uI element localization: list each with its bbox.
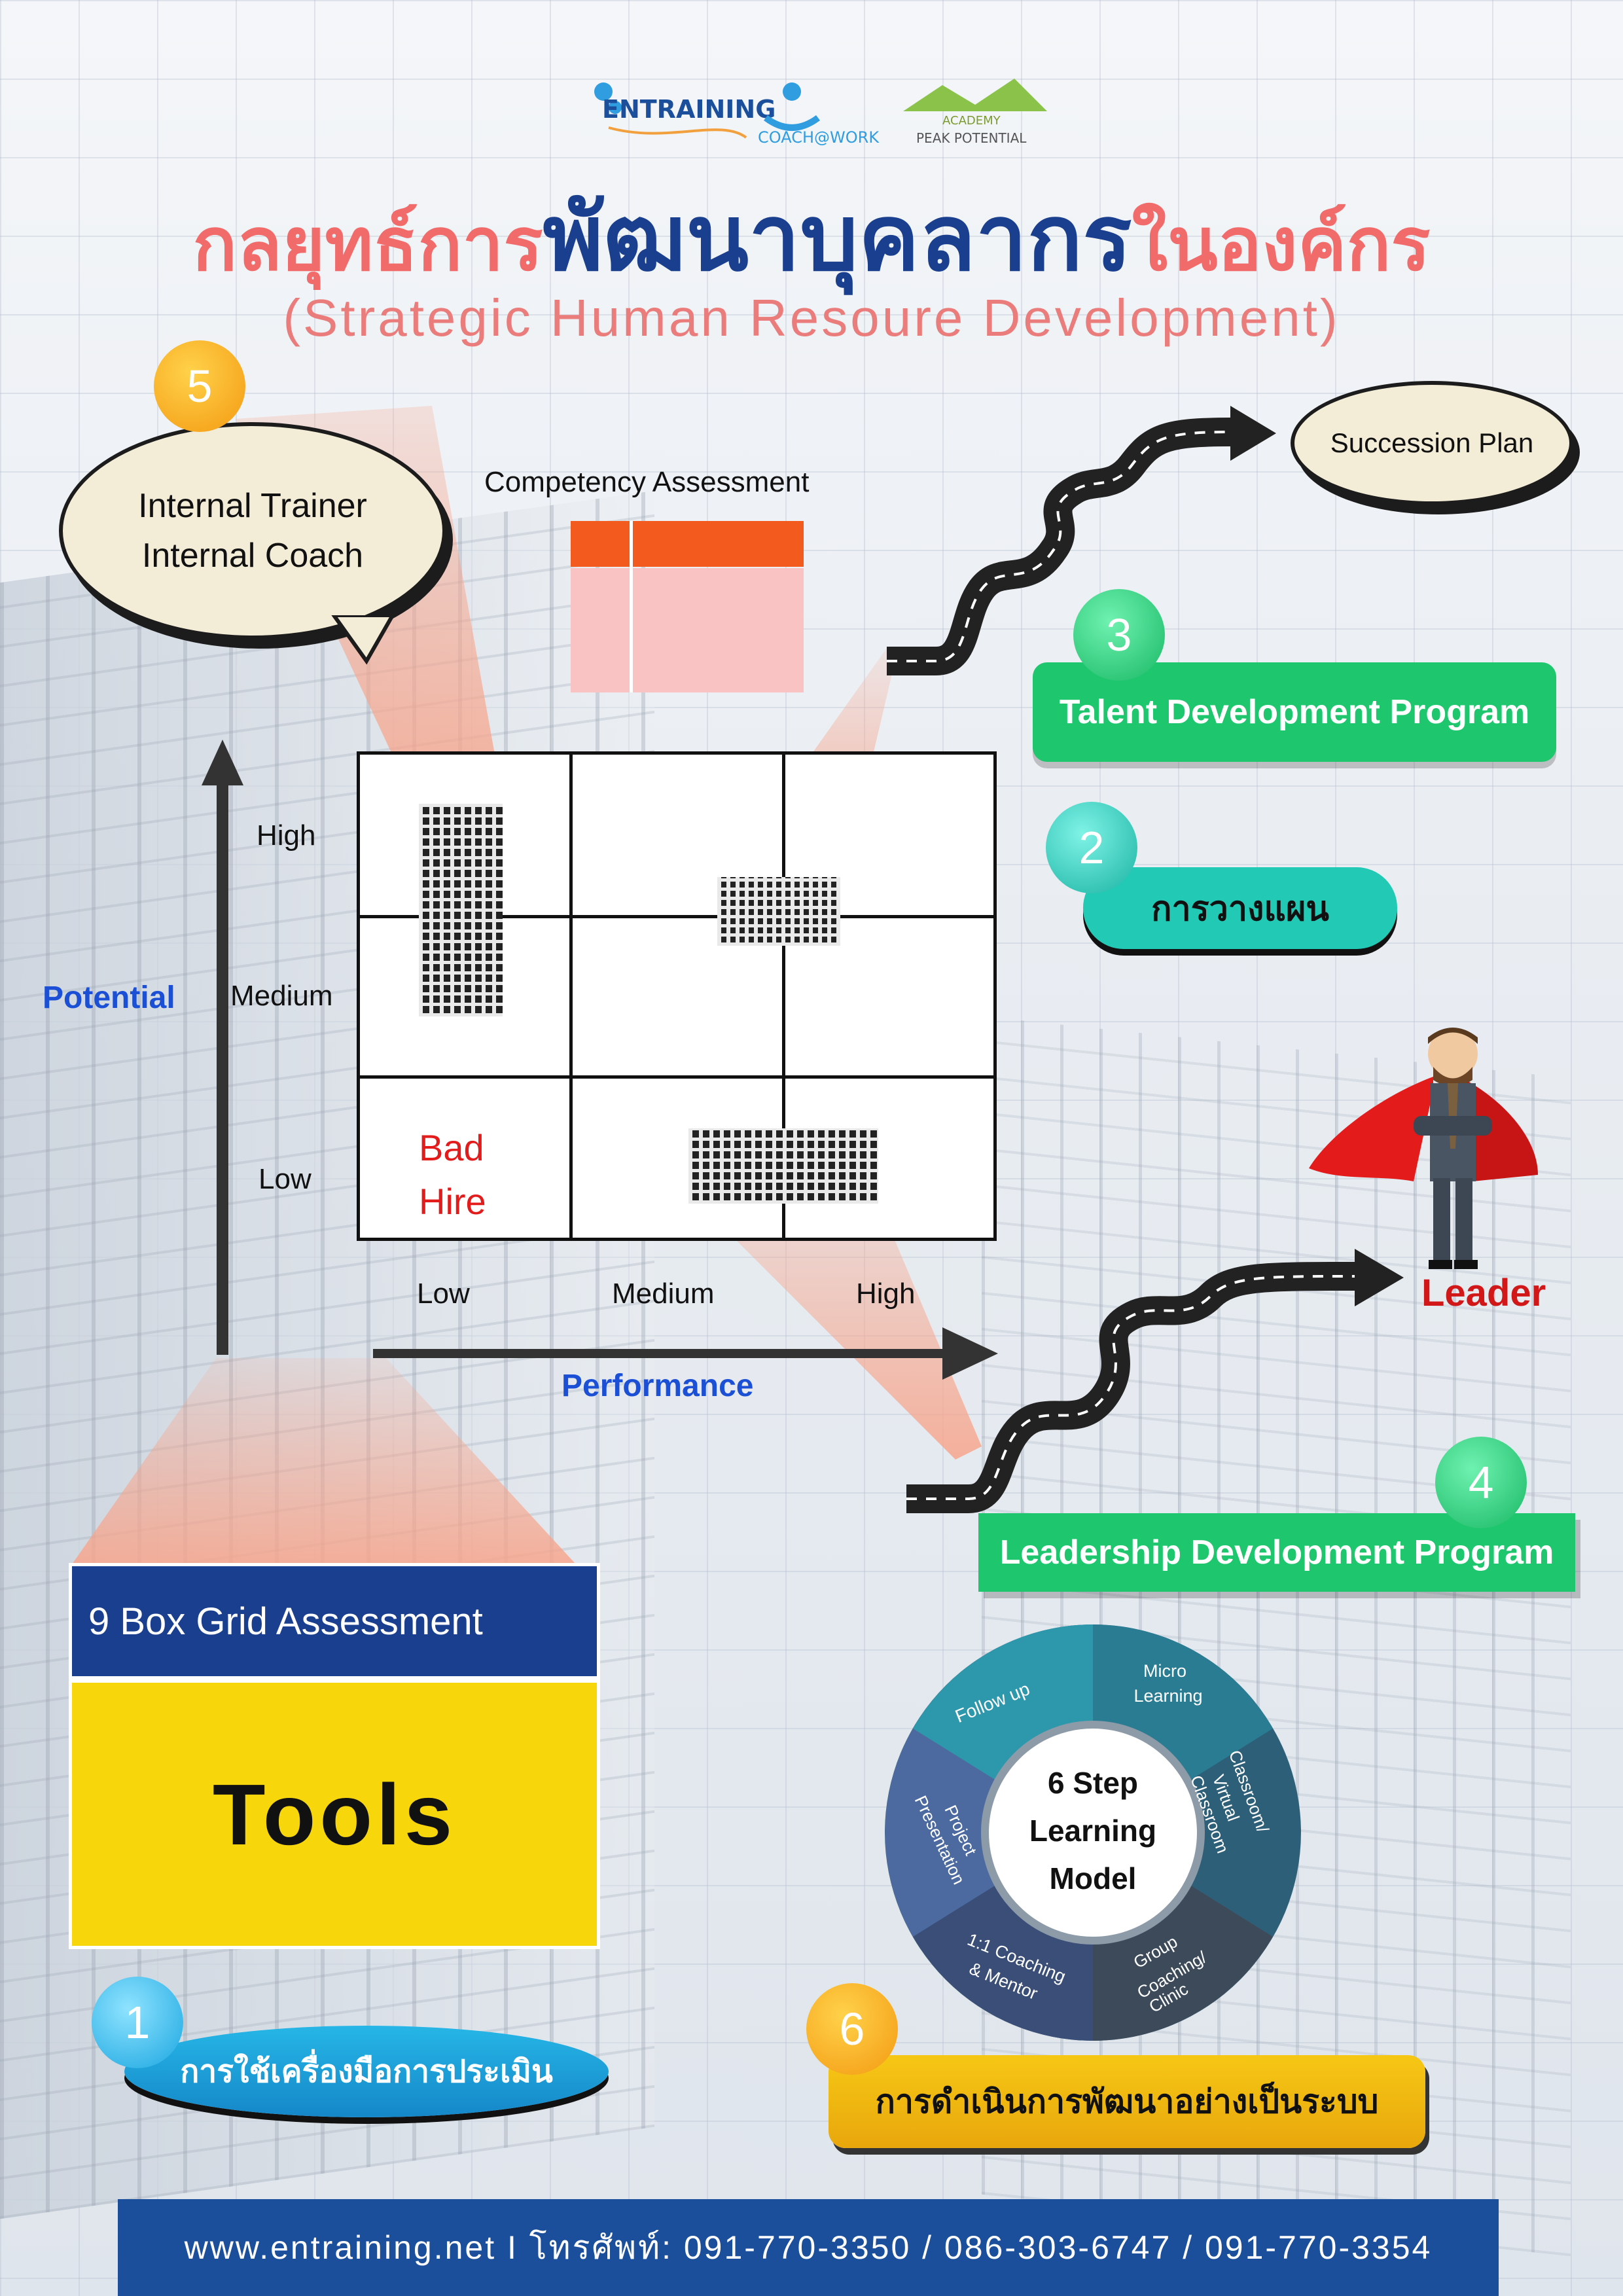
learning-model-cycle: 6 Step Learning Model Follow up Micro Le… <box>885 1624 1301 2041</box>
x-label-medium: Medium <box>612 1278 715 1310</box>
competency-table <box>571 521 804 692</box>
road-lower <box>906 1249 1404 1513</box>
footer-bar: www.entraining.net I โทรศัพท์: 091-770-3… <box>118 2199 1499 2296</box>
leadership-development-text: Leadership Development Program <box>999 1534 1554 1571</box>
grid-line-v1 <box>569 755 573 1238</box>
seg-micro-text1: Micro <box>1143 1661 1186 1681</box>
tools-text: Tools <box>212 1766 457 1863</box>
title-part1: กลยุทธ์การ <box>192 202 543 287</box>
tools-box: Tools <box>69 1679 600 1949</box>
cycle-center-line3: Model <box>1050 1861 1137 1895</box>
step2-number: 2 <box>1046 802 1137 893</box>
logo-entraining: ENTRAINING <box>602 95 776 124</box>
nine-box-header: 9 Box Grid Assessment <box>69 1563 600 1679</box>
potential-axis <box>202 740 243 1355</box>
competency-header <box>571 521 804 567</box>
beam-to-leadership <box>694 1198 982 1460</box>
systematic-development-text: การดำเนินการพัฒนาอย่างเป็นระบบ <box>875 2083 1379 2120</box>
grid-line-h2 <box>360 1075 993 1079</box>
cycle-center <box>981 1721 1205 1945</box>
y-label-low: Low <box>259 1163 312 1195</box>
performance-axis <box>373 1327 998 1380</box>
segment-classroom <box>1158 1729 1301 1937</box>
competency-label: Competency Assessment <box>484 466 810 498</box>
seg-micro-text2: Learning <box>1133 1686 1202 1706</box>
x-label-low: Low <box>417 1278 470 1310</box>
cape <box>1309 1077 1433 1181</box>
logo-row: ENTRAINING COACH@WORK ACADEMY PEAK POTEN… <box>589 65 1047 157</box>
grid-line-v2 <box>782 755 785 1238</box>
bubble-tail <box>331 615 395 665</box>
y-label-high: High <box>257 819 316 852</box>
leader-figure <box>1309 1028 1538 1269</box>
planning-text: การวางแผน <box>1151 890 1329 928</box>
grid-line-h1 <box>360 915 993 918</box>
step6-number: 6 <box>806 1983 898 2075</box>
page-title: กลยุทธ์การพัฒนาบุคลากรในองค์กร <box>0 190 1623 294</box>
talent-development-button[interactable]: Talent Development Program <box>1033 662 1556 762</box>
internal-coach-text: Internal Coach <box>141 537 364 575</box>
succession-plan-text: Succession Plan <box>1330 427 1534 458</box>
planning-button[interactable]: การวางแผน <box>1083 867 1397 949</box>
cycle-center-line2: Learning <box>1029 1814 1156 1848</box>
cycle-center-line1: 6 Step <box>1048 1766 1138 1800</box>
performance-label: Performance <box>562 1369 754 1403</box>
building-block-low <box>688 1128 878 1204</box>
leader-head <box>1428 1029 1478 1079</box>
logo-coachatwork: COACH@WORK <box>758 128 880 147</box>
y-label-medium: Medium <box>230 980 333 1012</box>
step5-number: 5 <box>154 340 245 432</box>
internal-trainer-bubble: Internal Trainer Internal Coach <box>59 422 446 639</box>
bad-text: Bad <box>419 1127 484 1168</box>
page-subtitle: (Strategic Human Resoure Development) <box>283 289 1340 347</box>
hire-text: Hire <box>419 1181 486 1222</box>
talent-development-text: Talent Development Program <box>1059 693 1530 731</box>
step3-number: 3 <box>1073 589 1165 681</box>
internal-trainer-text: Internal Trainer <box>138 487 367 525</box>
logos-svg: ENTRAINING COACH@WORK ACADEMY PEAK POTEN… <box>594 79 1047 147</box>
assessment-tools-text: การใช้เครื่องมือการประเมิน <box>180 2054 553 2089</box>
step1-number: 1 <box>92 1977 183 2068</box>
assessment-tools-button[interactable]: การใช้เครื่องมือการประเมิน <box>124 2026 609 2117</box>
x-label-high: High <box>856 1278 916 1310</box>
logo-peak: PEAK POTENTIAL <box>916 130 1027 146</box>
systematic-development-button[interactable]: การดำเนินการพัฒนาอย่างเป็นระบบ <box>829 2055 1425 2148</box>
succession-plan-bubble: Succession Plan <box>1291 381 1573 505</box>
title-part3: ในองค์กร <box>1132 202 1431 287</box>
nine-box-header-text: 9 Box Grid Assessment <box>88 1600 483 1643</box>
beam-from-tools <box>72 1358 576 1564</box>
building-block-medium <box>717 877 840 946</box>
logo-academy: ACADEMY <box>942 114 1001 128</box>
building-block-high-low <box>419 804 503 1016</box>
potential-label: Potential <box>43 980 175 1015</box>
competency-body <box>571 568 804 692</box>
title-part2: พัฒนาบุคลากร <box>543 185 1132 292</box>
bad-hire-label: Bad Hire <box>419 1121 486 1229</box>
road-upper <box>887 406 1276 675</box>
step4-number: 4 <box>1435 1437 1527 1528</box>
leader-label: Leader <box>1421 1272 1546 1314</box>
segment-project <box>885 1729 1027 1937</box>
footer-text[interactable]: www.entraining.net I โทรศัพท์: 091-770-3… <box>184 2229 1433 2266</box>
competency-divider <box>630 521 633 692</box>
